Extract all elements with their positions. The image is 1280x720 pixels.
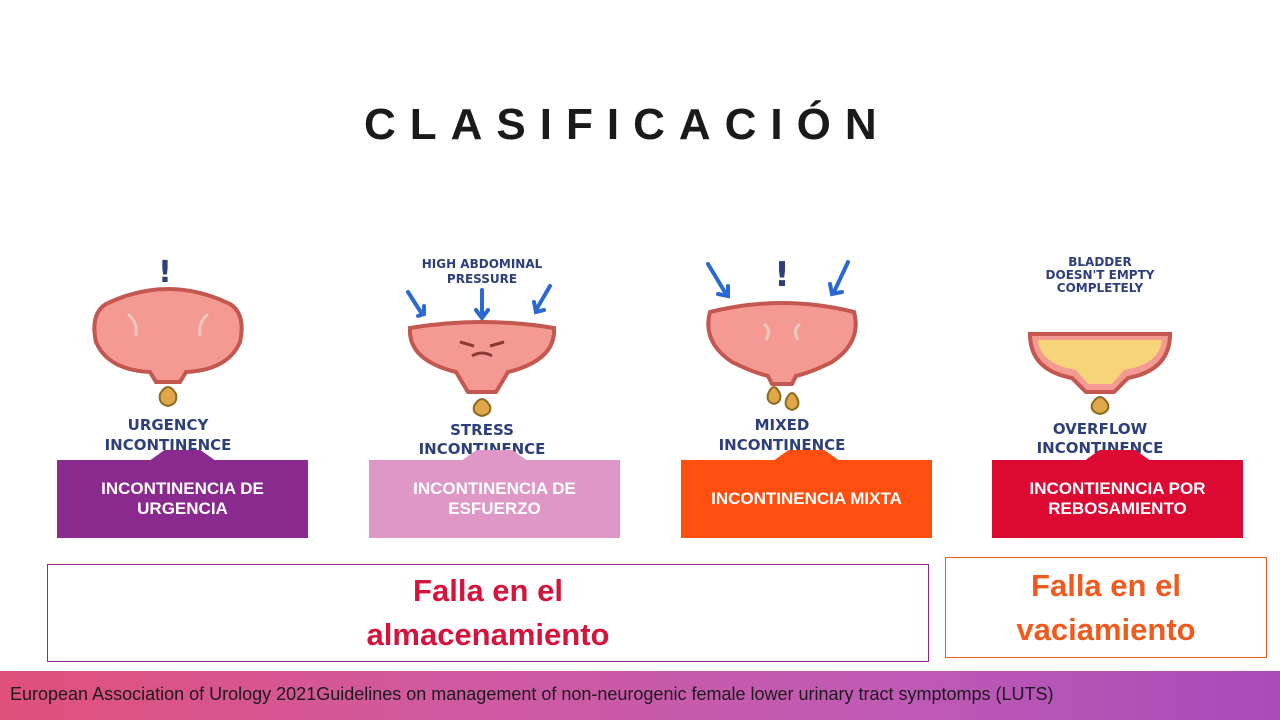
mixed-bladder-icon: ! MIXED INCONTINENCE bbox=[706, 255, 858, 454]
svg-text:DOESN'T EMPTY: DOESN'T EMPTY bbox=[1046, 268, 1155, 282]
svg-text:!: ! bbox=[158, 255, 172, 290]
svg-text:COMPLETELY: COMPLETELY bbox=[1057, 281, 1144, 295]
category-card-overflow: INCONTIENNCIA POR REBOSAMIENTO bbox=[992, 450, 1243, 538]
svg-text:MIXED: MIXED bbox=[755, 416, 810, 434]
emptying-line2: vaciamiento bbox=[1016, 611, 1196, 647]
page-title: CLASIFICACIÓN bbox=[364, 100, 891, 149]
storage-failure-box: Falla en el almacenamiento bbox=[47, 564, 929, 662]
emptying-failure-box: Falla en el vaciamiento bbox=[945, 557, 1267, 658]
storage-line1: Falla en el bbox=[413, 573, 563, 608]
footer-citation-bar: European Association of Urology 2021Guid… bbox=[0, 671, 1280, 720]
svg-text:OVERFLOW: OVERFLOW bbox=[1053, 420, 1148, 438]
storage-line2: almacenamiento bbox=[366, 617, 610, 652]
card-notch bbox=[150, 450, 215, 460]
urgency-bladder-icon: ! URGENCY INCONTINENCE bbox=[92, 255, 244, 454]
overflow-illustration: BLADDER DOESN'T EMPTY COMPLETELY OVERFLO… bbox=[1000, 252, 1200, 460]
svg-text:PRESSURE: PRESSURE bbox=[447, 272, 517, 286]
card-notch bbox=[462, 450, 527, 460]
svg-text:STRESS: STRESS bbox=[450, 421, 514, 439]
card-notch bbox=[774, 450, 839, 460]
category-card-stress: INCONTINENCIA DE ESFUERZO bbox=[369, 450, 620, 538]
svg-text:HIGH ABDOMINAL: HIGH ABDOMINAL bbox=[422, 257, 543, 271]
stress-bladder-icon: HIGH ABDOMINAL PRESSURE STRESS INCONTINE… bbox=[406, 257, 557, 458]
urgency-illustration: ! URGENCY INCONTINENCE bbox=[68, 252, 268, 460]
category-label: INCONTIENNCIA POR REBOSAMIENTO bbox=[1029, 479, 1206, 518]
stress-illustration: HIGH ABDOMINAL PRESSURE STRESS INCONTINE… bbox=[382, 252, 582, 460]
overflow-bladder-icon: BLADDER DOESN'T EMPTY COMPLETELY OVERFLO… bbox=[1027, 255, 1173, 457]
category-label: INCONTINENCIA MIXTA bbox=[711, 489, 902, 508]
category-card-urgency: INCONTINENCIA DE URGENCIA bbox=[57, 450, 308, 538]
svg-text:BLADDER: BLADDER bbox=[1068, 255, 1131, 269]
mixed-illustration: ! MIXED INCONTINENCE bbox=[682, 252, 882, 460]
svg-text:URGENCY: URGENCY bbox=[128, 416, 210, 434]
footer-citation: European Association of Urology 2021Guid… bbox=[10, 684, 1054, 704]
category-label: INCONTINENCIA DE URGENCIA bbox=[101, 479, 264, 518]
svg-text:!: ! bbox=[774, 255, 790, 295]
card-notch bbox=[1085, 450, 1150, 460]
category-label: INCONTINENCIA DE ESFUERZO bbox=[413, 479, 576, 518]
svg-text:INCONTINENCE: INCONTINENCE bbox=[105, 436, 232, 454]
emptying-line1: Falla en el bbox=[1031, 567, 1181, 603]
svg-text:INCONTINENCE: INCONTINENCE bbox=[719, 436, 846, 454]
category-card-mixed: INCONTINENCIA MIXTA bbox=[681, 450, 932, 538]
